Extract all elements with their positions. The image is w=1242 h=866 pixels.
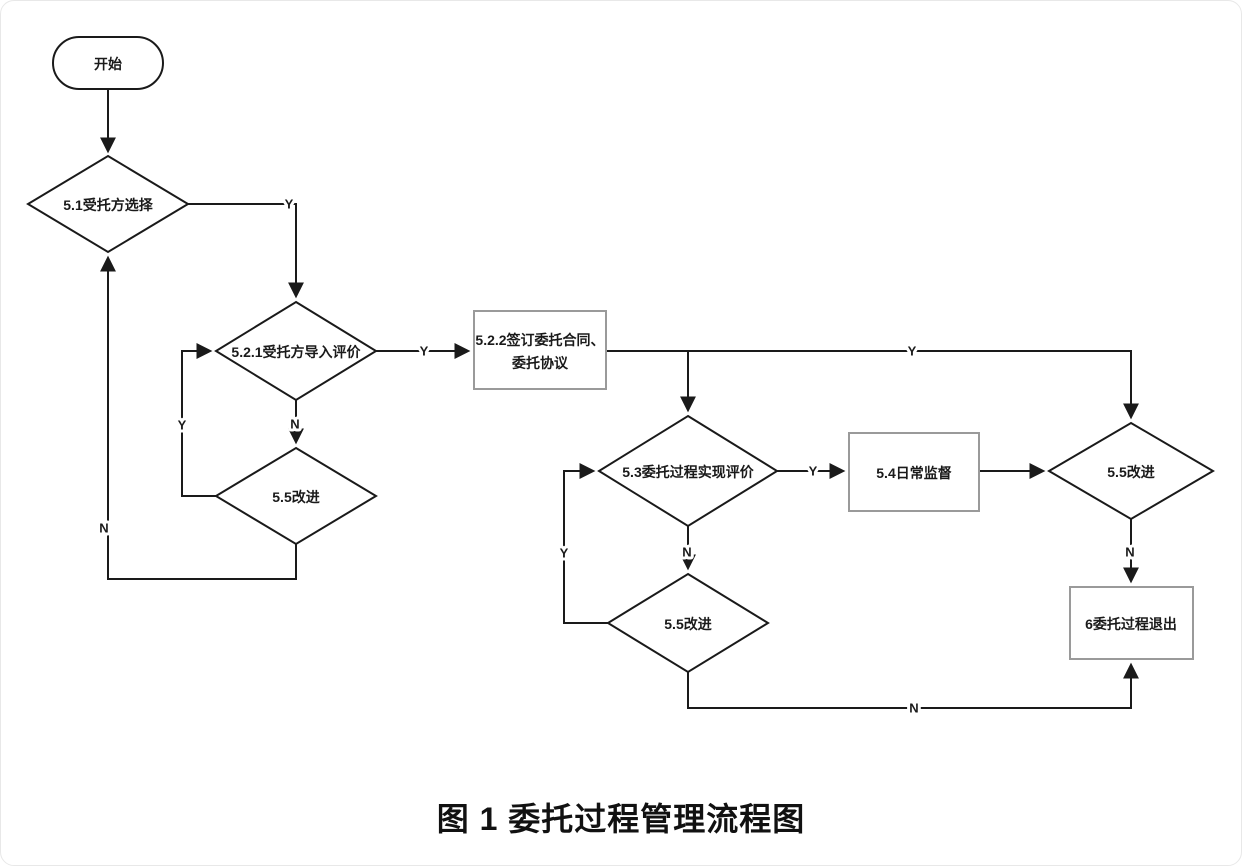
edge-improve-a-yes-to-5-2-1 <box>181 343 216 497</box>
decision-5-3-shape <box>597 414 779 528</box>
edge-5-2-2-to-improve-c <box>606 350 1139 420</box>
decision-5-3-label: 5.3委托过程实现评价 <box>622 464 754 480</box>
edge-labels: Y N Y N Y Y N Y Y N N <box>96 194 1137 719</box>
decision-improve-b-label: 5.5改进 <box>664 616 711 632</box>
process-5-2-2-label-line2: 委托协议 <box>511 355 569 371</box>
edge-label-5-2-2-yes: Y <box>908 344 917 359</box>
edge-improve-a-no-to-5-1 <box>100 255 297 580</box>
decision-improve-c-shape <box>1047 421 1215 521</box>
node-improve-a-decision: 5.5改进 <box>214 446 378 546</box>
edge-5-1-yes-to-5-2-1 <box>188 203 304 299</box>
decision-5-1-shape <box>26 154 190 254</box>
edge-label-improve-b-yes: Y <box>560 546 569 561</box>
decision-improve-a-shape <box>214 446 378 546</box>
edge-label-5-3-no: N <box>682 545 691 560</box>
figure-caption: 图 1 委托过程管理流程图 <box>436 801 806 837</box>
node-5-3-decision: 5.3委托过程实现评价 <box>597 414 779 528</box>
process-5-4-shape <box>848 432 980 512</box>
node-5-1-decision: 5.1受托方选择 <box>26 154 190 254</box>
connectors <box>100 89 1139 709</box>
node-5-2-2-process: 5.2.2签订委托合同、 委托协议 <box>473 310 607 390</box>
nodes: 开始 5.1受托方选择 5.2.1受托方导入评价 5.5改进 5.2.2签订委托… <box>26 36 1215 674</box>
node-5-2-1-decision: 5.2.1受托方导入评价 <box>214 300 378 402</box>
node-5-4-process: 5.4日常监督 <box>848 432 980 512</box>
decision-5-2-1-shape <box>214 300 378 402</box>
start-label: 开始 <box>94 56 122 72</box>
start-terminator-shape <box>52 36 164 90</box>
edge-label-5-2-1-yes: Y <box>420 344 429 359</box>
decision-improve-b-shape <box>606 572 770 674</box>
edge-label-improve-b-no: N <box>909 701 918 716</box>
edge-label-5-1-yes: Y <box>285 197 294 212</box>
node-improve-c-decision: 5.5改进 <box>1047 421 1215 521</box>
edge-improve-b-yes-to-5-3 <box>563 463 608 624</box>
edge-label-improve-c-no: N <box>1125 545 1134 560</box>
process-5-2-2-label-line1: 5.2.2签订委托合同、 <box>475 332 604 348</box>
flowchart-canvas: 开始 5.1受托方选择 5.2.1受托方导入评价 5.5改进 5.2.2签订委托… <box>26 36 1215 719</box>
edge-label-5-3-yes: Y <box>809 464 818 479</box>
decision-5-2-1-label: 5.2.1受托方导入评价 <box>231 344 361 360</box>
process-5-4-label: 5.4日常监督 <box>876 465 951 481</box>
edge-improve-b-no-to-exit <box>687 662 1139 709</box>
process-exit-label: 6委托过程退出 <box>1085 616 1177 632</box>
node-exit-process: 6委托过程退出 <box>1069 586 1194 660</box>
edge-label-improve-a-yes: Y <box>178 418 187 433</box>
edge-label-improve-a-no: N <box>99 521 108 536</box>
process-exit-shape <box>1069 586 1194 660</box>
node-improve-b-decision: 5.5改进 <box>606 572 770 674</box>
process-5-2-2-shape <box>473 310 607 390</box>
decision-5-1-label: 5.1受托方选择 <box>63 197 153 213</box>
decision-improve-c-label: 5.5改进 <box>1107 464 1154 480</box>
node-start: 开始 <box>52 36 164 90</box>
decision-improve-a-label: 5.5改进 <box>272 489 319 505</box>
edge-label-5-2-1-no: N <box>290 417 299 432</box>
